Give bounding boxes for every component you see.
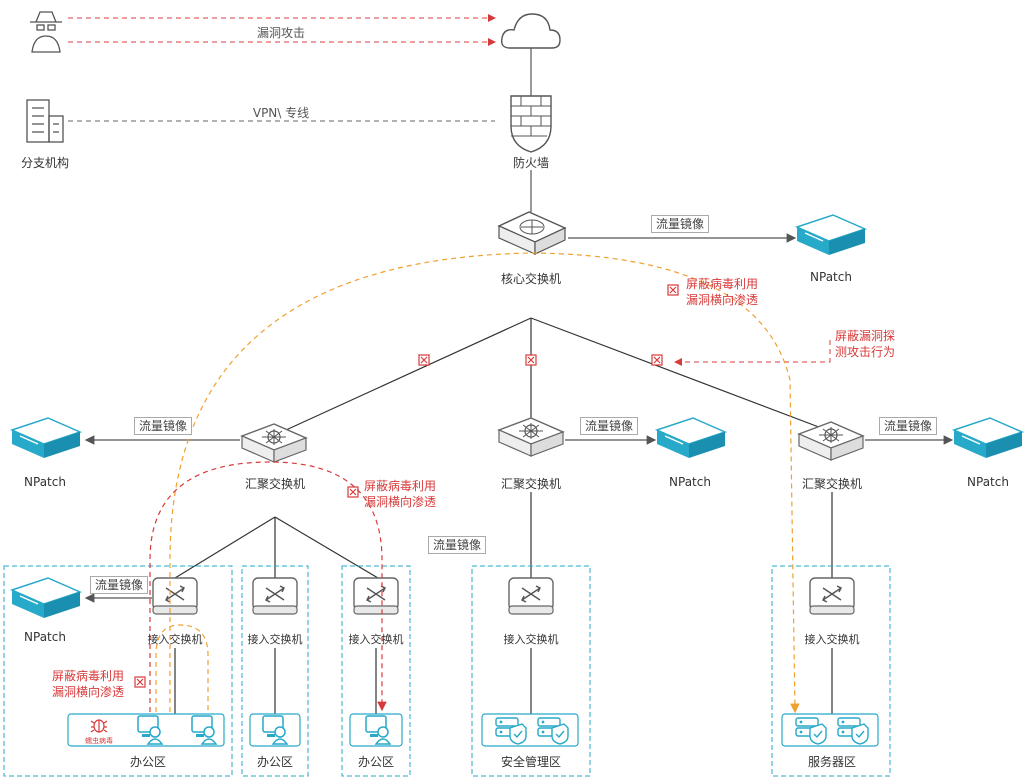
- agg-switch-icon-2: [498, 417, 564, 457]
- building-icon: [26, 99, 64, 143]
- access-switch-icon-4: [508, 577, 554, 615]
- access-switch-label-4: 接入交换机: [503, 633, 559, 646]
- hacker-icon: [30, 11, 62, 53]
- branch-label: 分支机构: [20, 156, 70, 170]
- access-switch-label-2: 接入交换机: [247, 633, 303, 646]
- zone-server: [771, 565, 891, 777]
- zone-label-office-3: 办公区: [357, 755, 395, 769]
- npatch-icon-agg2: [656, 417, 726, 459]
- zone-label-security: 安全管理区: [500, 755, 562, 769]
- agg-switch-label-3: 汇聚交换机: [801, 477, 863, 491]
- agg-switch-icon-3: [798, 421, 864, 461]
- npatch-label-agg1: NPatch: [24, 475, 66, 489]
- agg-switch-label-1: 汇聚交换机: [244, 477, 306, 491]
- block-icon-agg: [347, 486, 359, 498]
- npatch-label-agg2: NPatch: [669, 475, 711, 489]
- annotation-office: 屏蔽病毒利用漏洞横向渗透: [52, 669, 125, 699]
- access-switch-icon-2: [252, 577, 298, 615]
- access-switch-label-3: 接入交换机: [348, 633, 404, 646]
- block-icon-3: [651, 354, 663, 366]
- npatch-label-core: NPatch: [810, 270, 852, 284]
- mirror-tag-agg2: 流量镜像: [580, 417, 639, 435]
- access-switch-label-1: 接入交换机: [147, 633, 203, 646]
- zone-office-1: [3, 565, 233, 777]
- npatch-label-agg3: NPatch: [967, 475, 1009, 489]
- zone-office-3: [341, 565, 411, 777]
- npatch-icon-agg1: [11, 417, 81, 459]
- agg-switch-icon-1: [241, 423, 307, 463]
- attack-label: 漏洞攻击: [256, 26, 306, 40]
- block-icon-2: [525, 354, 537, 366]
- access-switch-icon-3: [353, 577, 399, 615]
- npatch-icon-agg3: [953, 417, 1023, 459]
- orange-path-local: [155, 624, 209, 712]
- core-switch-label: 核心交换机: [500, 272, 562, 286]
- mirror-tag-core: 流量镜像: [651, 215, 710, 233]
- zone-label-server: 服务器区: [807, 755, 857, 769]
- npatch-icon-access: [11, 577, 81, 619]
- firewall-label: 防火墙: [512, 156, 550, 170]
- mirror-tag-agg1: 流量镜像: [134, 417, 193, 435]
- mirror-tag-agg3: 流量镜像: [879, 417, 938, 435]
- orange-path-main: [169, 252, 800, 714]
- access-switch-icon-1: [152, 577, 198, 615]
- annotation-core: 屏蔽病毒利用漏洞横向渗透: [686, 277, 759, 307]
- firewall-icon: [510, 95, 552, 153]
- core-switch-icon: [497, 211, 567, 255]
- annotation-scan: 屏蔽漏洞探测攻击行为: [835, 329, 896, 359]
- zone-security: [471, 565, 591, 777]
- zone-office-2: [241, 565, 309, 777]
- agg-switch-label-2: 汇聚交换机: [500, 477, 562, 491]
- block-icon-office: [134, 676, 146, 688]
- zone-label-office-2: 办公区: [256, 755, 294, 769]
- npatch-label-access: NPatch: [24, 630, 66, 644]
- red-path-agg: [149, 461, 387, 712]
- bug-icon: [90, 719, 108, 733]
- worm-label: 蠕虫病毒: [85, 737, 113, 745]
- access-switch-icon-5: [809, 577, 855, 615]
- block-icon-1: [418, 354, 430, 366]
- mirror-tag-access: 流量镜像: [90, 576, 149, 594]
- annotation-agg: 屏蔽病毒利用漏洞横向渗透: [364, 479, 437, 509]
- vpn-label: VPN\ 专线: [252, 106, 310, 120]
- access-switch-label-5: 接入交换机: [804, 633, 860, 646]
- npatch-icon-core: [796, 214, 866, 256]
- block-icon-core: [667, 284, 679, 296]
- mirror-tag-mid: 流量镜像: [428, 536, 487, 554]
- zone-label-office-1: 办公区: [129, 755, 167, 769]
- cloud-icon: [500, 13, 561, 49]
